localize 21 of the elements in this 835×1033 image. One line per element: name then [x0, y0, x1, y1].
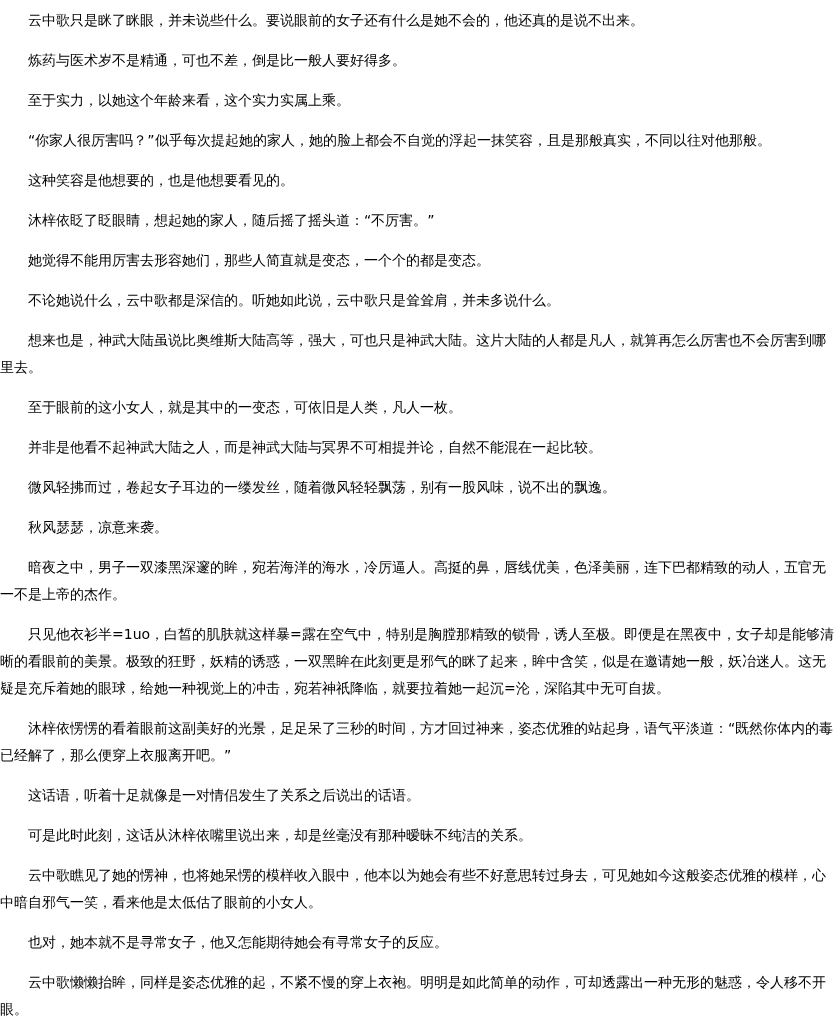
paragraph: 沐梓依眨了眨眼睛，想起她的家人，随后摇了摇头道：“不厉害。” — [27, 211, 436, 230]
paragraph: 也对，她本就不是寻常女子，他又怎能期待她会有寻常女子的反应。 — [27, 933, 449, 952]
paragraph: 沐梓依愣愣的看着眼前这副美好的光景，足足呆了三秒的时间，方才回过神来，姿态优雅的站起身，语气平淡道：“既然你体内的毒已经解了，那么便穿上衣服离开吧。” — [0, 719, 835, 765]
paragraph: 并非是他看不起神武大陆之人，而是神武大陆与冥界不可相提并论，自然不能混在一起比较。 — [27, 438, 603, 457]
paragraph: 至于实力，以她这个年龄来看，这个实力实属上乘。 — [27, 91, 351, 110]
paragraph: 想来也是，神武大陆虽说比奥维斯大陆高等，强大，可也只是神武大陆。这片大陆的人都是凡人，就算再怎么厉害也不会厉害到哪里去。 — [0, 331, 827, 377]
paragraph: 这话语，听着十足就像是一对情侣发生了关系之后说出的话语。 — [27, 786, 421, 805]
paragraph: 至于眼前的这小女人，就是其中的一变态，可依旧是人类，凡人一枚。 — [27, 398, 463, 417]
paragraph: 她觉得不能用厉害去形容她们，那些人简直就是变态，一个个的都是变态。 — [27, 251, 491, 270]
paragraph: 不论她说什么，云中歌都是深信的。听她如此说，云中歌只是耸耸肩，并未多说什么。 — [27, 291, 561, 310]
paragraph: 可是此时此刻，这话从沐梓依嘴里说出来，却是丝毫没有那种暧昧不纯洁的关系。 — [27, 826, 533, 845]
paragraph: 云中歌懒懒抬眸，同样是姿态优雅的起，不紧不慢的穿上衣袍。明明是如此简单的动作，可却透露出一种无形的魅惑，令人移不开眼。 — [0, 973, 827, 1019]
paragraph: 云中歌只是眯了眯眼，并未说些什么。要说眼前的女子还有什么是她不会的，他还真的是说不出来。 — [27, 11, 645, 30]
paragraph: 暗夜之中，男子一双漆黑深邃的眸，宛若海洋的海水，冷厉逼人。高挺的鼻，唇线优美，色泽美丽，连下巴都精致的动人，五官无一不是上帝的杰作。 — [0, 558, 827, 604]
paragraph: 炼药与医术岁不是精通，可也不差，倒是比一般人要好得多。 — [27, 51, 407, 70]
paragraph: 只见他衣衫半=1uo，白皙的肌肤就这样暴=露在空气中，特别是胸膛那精致的锁骨，诱人至极。即便是在黑夜中，女子却是能够清晰的看眼前的美景。极致的狂野，妖精的诱惑，一双黑眸在此刻更是邪气的眯了起来，眸中含笑，似是在邀请她一般，妖冶迷人。这无疑是充斥着她的眼球，给她一种视觉上的冲击，宛若神祇降临，就要拉着她一起沉=沦，深陷其中无可自拔。 — [0, 625, 835, 698]
paragraph: 微风轻拂而过，卷起女子耳边的一缕发丝，随着微风轻轻飘荡，别有一股风味，说不出的飘逸。 — [27, 478, 617, 497]
paragraph: 这种笑容是他想要的，也是他想要看见的。 — [27, 171, 295, 190]
paragraph: “你家人很厉害吗？”似乎每次提起她的家人，她的脸上都会不自觉的浮起一抹笑容，且是那般真实，不同以往对他那般。 — [27, 131, 772, 150]
paragraph: 云中歌瞧见了她的愣神，也将她呆愣的模样收入眼中，他本以为她会有些不好意思转过身去，可见她如今这般姿态优雅的模样，心中暗自邪气一笑，看来他是太低估了眼前的小女人。 — [0, 866, 827, 912]
paragraph: 秋风瑟瑟，凉意来袭。 — [27, 518, 169, 537]
